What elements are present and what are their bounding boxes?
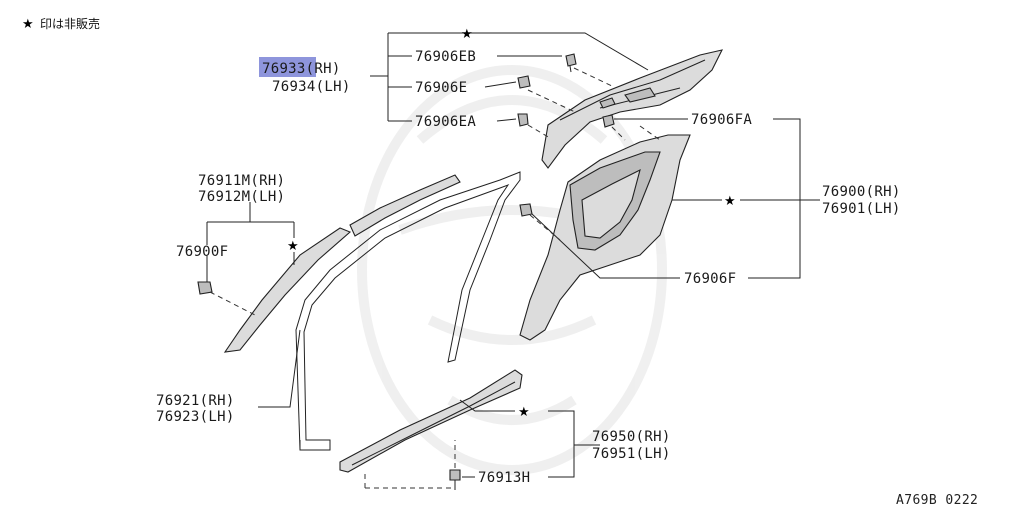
quarter-trim-panel xyxy=(519,134,691,341)
label-76912M[interactable]: 76912M(LH) xyxy=(198,189,285,205)
clip-76913H xyxy=(449,469,461,490)
clip-76906E xyxy=(517,75,531,89)
legend-text: 印は非販売 xyxy=(40,16,100,31)
front-pillar-trim xyxy=(223,174,461,353)
label-76913H[interactable]: 76913H xyxy=(478,470,530,486)
label-76921[interactable]: 76921(RH) xyxy=(156,393,235,409)
label-76933[interactable]: 76933(RH) xyxy=(262,61,341,77)
label-76951[interactable]: 76951(LH) xyxy=(592,446,671,462)
label-76950[interactable]: 76950(RH) xyxy=(592,429,671,445)
label-76923[interactable]: 76923(LH) xyxy=(156,409,235,425)
clip-76906F xyxy=(519,203,533,217)
label-76900[interactable]: 76900(RH) xyxy=(822,184,901,200)
part-number-highlight xyxy=(259,57,316,77)
label-76900F[interactable]: 76900F xyxy=(176,244,228,260)
star-icon: ★ xyxy=(724,194,736,209)
watermark-emblem xyxy=(357,65,667,475)
leader-lines xyxy=(206,32,820,489)
star-icon: ★ xyxy=(461,27,473,42)
clip-76906FA xyxy=(602,114,615,128)
star-icon: ★ xyxy=(287,239,299,254)
label-76901[interactable]: 76901(LH) xyxy=(822,201,901,217)
label-76906E[interactable]: 76906E xyxy=(415,80,467,96)
label-76934[interactable]: 76934(LH) xyxy=(272,79,351,95)
label-76906EB[interactable]: 76906EB xyxy=(415,49,476,65)
door-weatherstrip xyxy=(295,171,521,451)
legend-star-icon: ★ xyxy=(22,17,34,32)
label-76906FA[interactable]: 76906FA xyxy=(691,112,752,128)
label-76906EA[interactable]: 76906EA xyxy=(415,114,476,130)
clip-76906EA xyxy=(517,113,529,127)
label-76911M[interactable]: 76911M(RH) xyxy=(198,173,285,189)
star-icon: ★ xyxy=(518,405,530,420)
rear-pillar-upper-trim xyxy=(541,49,724,169)
kicking-plate xyxy=(339,369,523,473)
label-76906F[interactable]: 76906F xyxy=(684,271,736,287)
clip-76900F xyxy=(197,281,213,295)
clip-76906EB xyxy=(565,53,577,73)
diagram-code: A769B 0222 xyxy=(896,493,978,508)
